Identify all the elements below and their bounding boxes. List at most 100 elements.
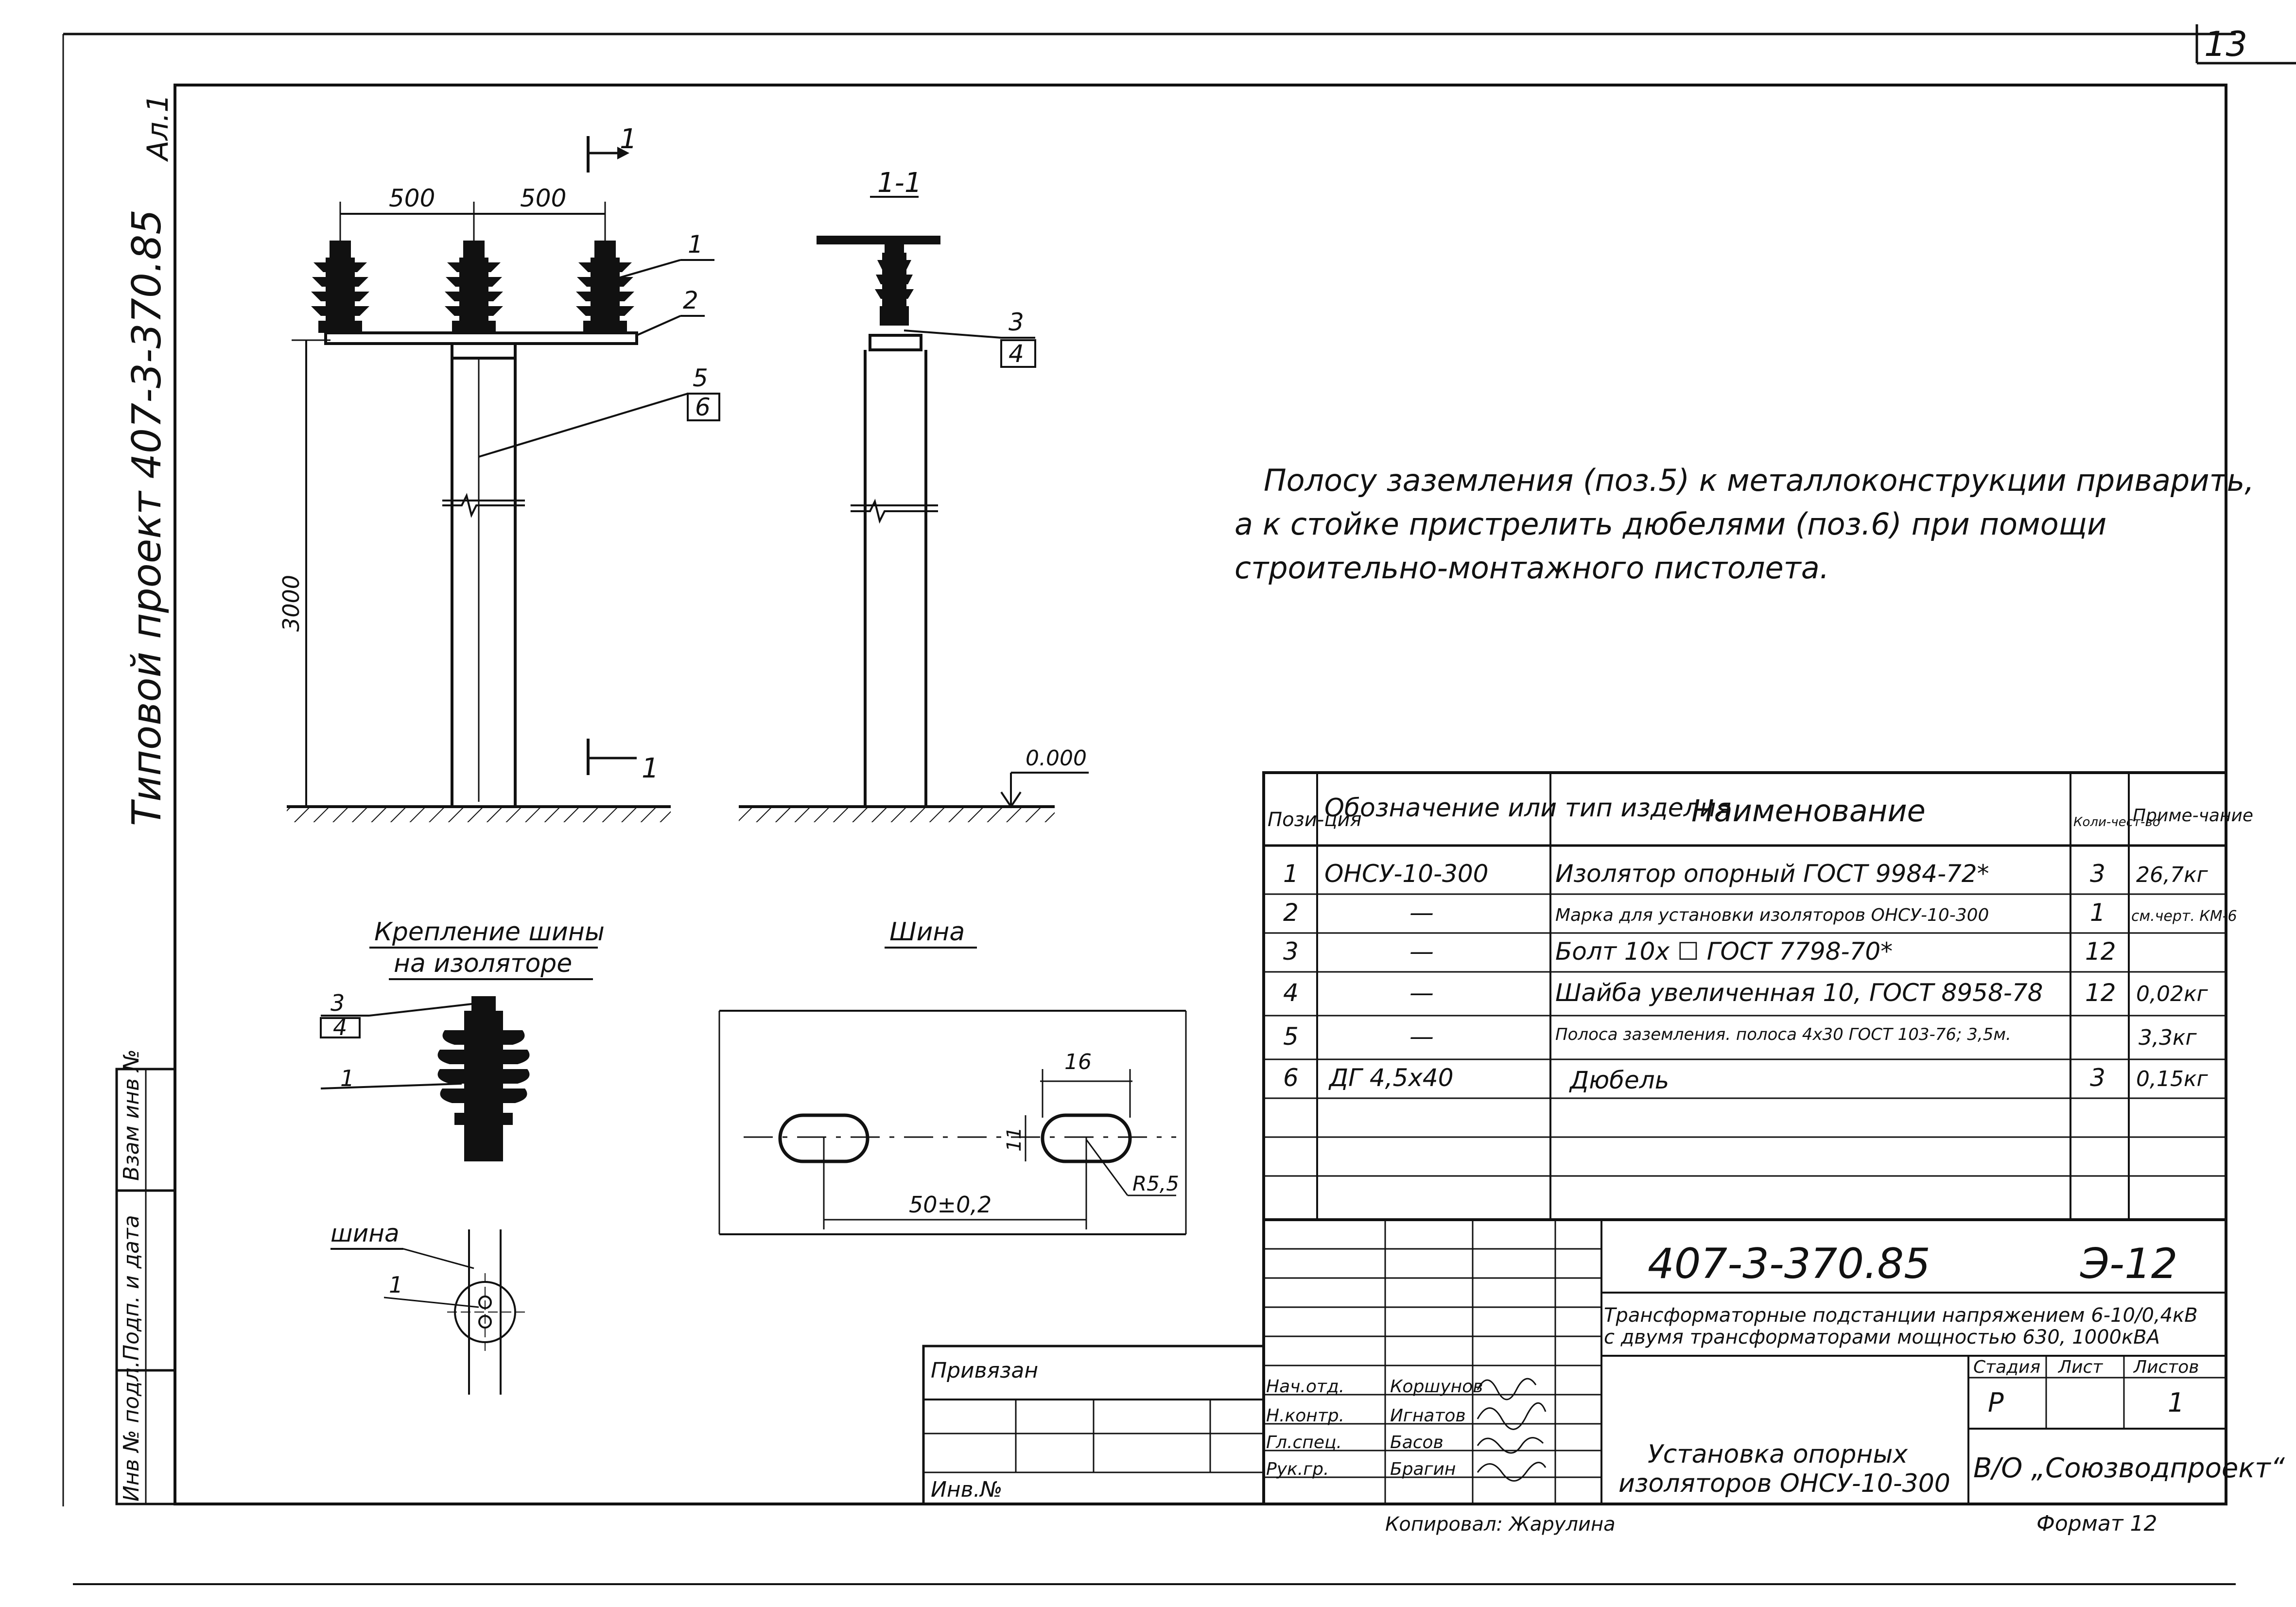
insulator-detail-title-2: на изоляторе [394,949,572,978]
callout-5: 5 [693,364,708,392]
header-designation: Обозначение или тип изделия [1324,794,1731,823]
bus-detail-view: Шина 16 11 50±0,2 R5,5 [718,917,1187,1235]
row-5-name: Полоса заземления. полоса 4х30 ГОСТ 103-… [1555,1025,2011,1044]
callout-1: 1 [688,230,703,259]
doc-code: 407-3-370.85 [1648,1240,1931,1288]
insulator-right [576,241,634,333]
row-5-designation: — [1409,1022,1434,1051]
album-label: Ал.1 [141,94,175,162]
dim-50: 50±0,2 [909,1192,991,1218]
note-line-2: а к стойке пристрелить дюбелями (поз.6) … [1235,506,2106,542]
dim-left-500: 500 [389,184,435,212]
title-block: 407-3-370.85 Э-12 Трансформаторные подст… [1262,1218,2285,1505]
signature-4 [1477,1462,1547,1482]
insulator-left [311,241,369,333]
plan-detail-label: шина [330,1219,400,1247]
signature-1 [1477,1378,1537,1400]
row-3-name: Болт 10х ☐ ГОСТ 7798-70* [1555,937,1893,966]
dim-height-3000: 3000 [278,575,304,632]
binding-podp: Подп. и дата [119,1215,144,1361]
table-row: 4 — Шайба увеличенная 10, ГОСТ 8958-78 1… [1283,979,2209,1007]
row-1-designation: ОНСУ-10-300 [1324,860,1488,888]
row-1-pos: 1 [1283,860,1299,888]
insulator-detail-view: Крепление шины на изоляторе 3 4 1 [320,917,605,1161]
sheets-value: 1 [2168,1387,2184,1418]
detail-callout-4: 4 [333,1014,347,1040]
binding-inv-podl: Инв № подл. [119,1361,144,1502]
plan-detail-view: шина 1 [330,1219,525,1395]
row-3-pos: 3 [1283,937,1299,966]
binding-vzam: Взам инв № [119,1049,144,1181]
signer-role-4: Рук.гр. [1266,1459,1329,1479]
row-1-qty: 3 [2090,860,2105,888]
privyazan-label: Привязан [931,1358,1038,1383]
table-row: 5 — Полоса заземления. полоса 4х30 ГОСТ … [1283,1022,2197,1051]
table-row: 2 — Марка для установки изоляторов ОНСУ-… [1283,899,2237,927]
row-2-qty: 1 [2090,899,2105,927]
binding-strip [115,1068,176,1505]
main-elevation-view: 1 1 500 500 [278,123,720,822]
section-mark-bottom: 1 [642,753,659,784]
header-name: Наименование [1691,793,1926,829]
sheet-number: 13 [2204,24,2247,64]
section-title: 1-1 [877,167,922,199]
row-6-designation: ДГ 4,5х40 [1328,1064,1454,1092]
drawing-title-line-2: изоляторов ОНСУ-10-300 [1618,1469,1950,1498]
bus-detail-title: Шина [889,917,965,947]
note-block: Полосу заземления (поз.5) к металлоконст… [1235,463,2254,586]
row-6-name: Дюбель [1569,1066,1669,1094]
post-top [451,342,517,360]
row-2-designation: — [1409,899,1434,927]
signer-name-3: Басов [1390,1433,1444,1452]
row-4-note: 0,02кг [2136,982,2209,1006]
table-row: 6 ДГ 4,5х40 Дюбель 3 0,15кг [1283,1064,2209,1094]
signer-name-1: Коршунов [1390,1377,1483,1397]
sheets-label: Листов [2133,1357,2199,1377]
signature-3 [1477,1437,1544,1454]
row-6-pos: 6 [1283,1064,1299,1092]
signer-role-3: Гл.спец. [1266,1433,1342,1452]
doc-title-line-2: с двумя трансформаторами мощностью 630, … [1604,1326,2160,1348]
detail-callout-1: 1 [340,1065,354,1091]
sheet-label: Лист [2057,1357,2103,1377]
sheet-code: Э-12 [2080,1240,2178,1288]
callout-2: 2 [683,286,698,314]
row-1-name: Изолятор опорный ГОСТ 9984-72* [1555,860,1989,888]
dim-right-500: 500 [520,184,566,212]
callout-6: 6 [695,393,711,421]
row-2-pos: 2 [1283,899,1299,927]
note-line-3: строительно-монтажного пистолета. [1235,550,1829,586]
sheet-frame [62,24,2296,1585]
row-1-note: 26,7кг [2136,863,2209,887]
signer-name-2: Игнатов [1390,1406,1466,1426]
specification-table: Пози-ция Обозначение или тип изделия Наи… [1262,771,2253,1221]
doc-title-line-1: Трансформаторные подстанции напряжением … [1604,1304,2198,1327]
row-6-note: 0,15кг [2136,1067,2209,1091]
table-row: 1 ОНСУ-10-300 Изолятор опорный ГОСТ 9984… [1283,860,2209,888]
row-5-pos: 5 [1283,1022,1299,1051]
format-label: Формат 12 [2036,1511,2157,1536]
dim-16: 16 [1064,1050,1092,1074]
level-mark: 0.000 [1026,746,1087,771]
row-4-pos: 4 [1283,979,1299,1007]
row-2-note: см.черт. КМ-6 [2131,908,2237,925]
note-line-1: Полосу заземления (поз.5) к металлоконст… [1264,463,2254,498]
row-5-note: 3,3кг [2139,1025,2197,1050]
row-4-qty: 12 [2085,979,2116,1007]
binding-block: Привязан Инв.№ [922,1345,1265,1505]
row-3-qty: 12 [2085,937,2116,966]
header-qty: Коли-чест-во [2073,815,2160,829]
row-3-designation: — [1409,937,1434,966]
signer-role-1: Нач.отд. [1266,1377,1344,1397]
insulator-detail-title-1: Крепление шины [374,917,605,947]
stage-value: Р [1988,1387,2004,1418]
section-mark-top: 1 [620,123,637,155]
callout-4: 4 [1009,340,1024,368]
inv-no-label: Инв.№ [931,1477,1002,1502]
signer-name-4: Брагин [1390,1459,1456,1479]
row-2-name: Марка для установки изоляторов ОНСУ-10-3… [1555,905,1989,925]
signer-role-2: Н.контр. [1266,1406,1344,1426]
mounting-plate [324,331,638,345]
project-vertical-label: Типовой проект 407-3-370.85 [124,209,170,826]
drawing-title-line-1: Установка опорных [1648,1440,1908,1469]
